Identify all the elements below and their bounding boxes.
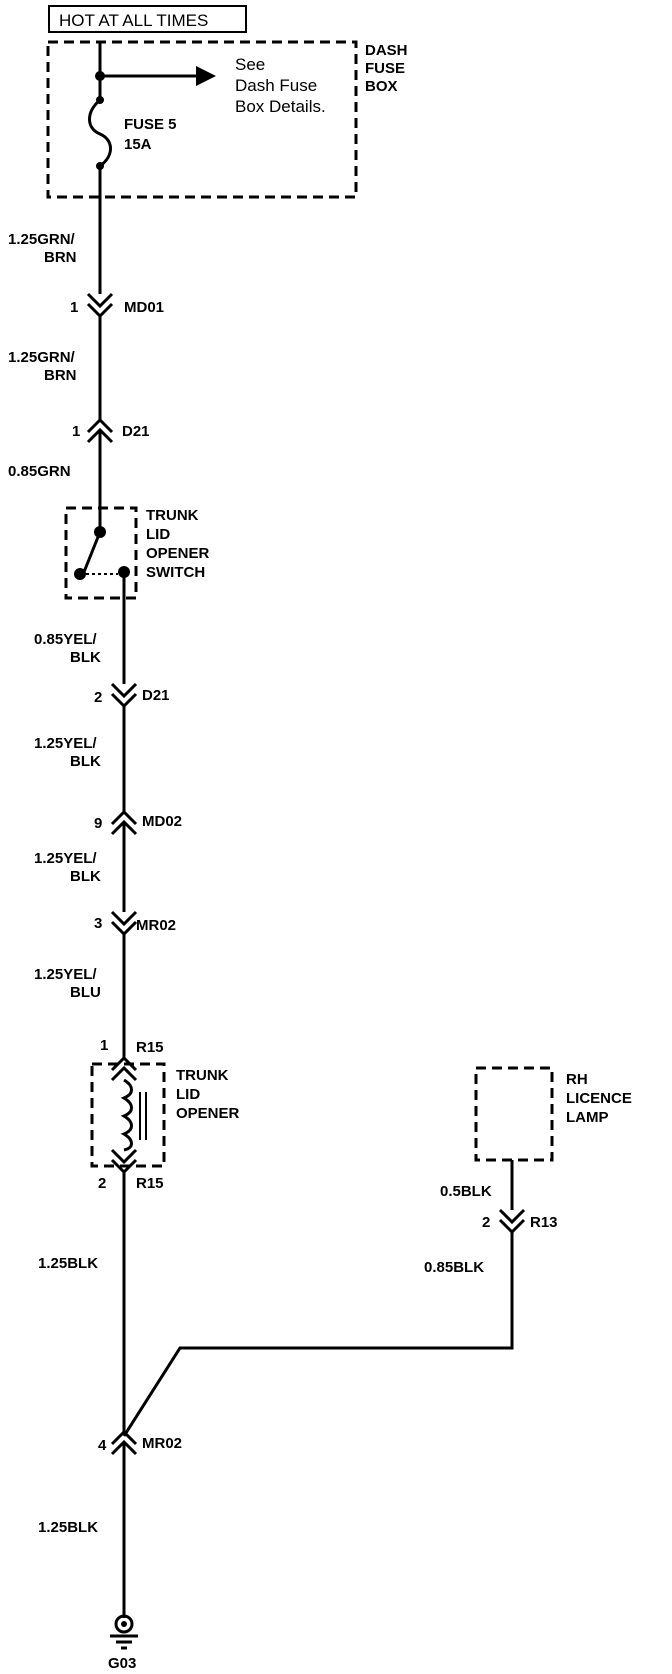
opener-label-line-3: OPENER xyxy=(176,1105,240,1122)
lamp-label-line-1: RH xyxy=(566,1071,588,1088)
connector-r13-name: R13 xyxy=(530,1214,558,1231)
trunk-lid-opener: 1 R15 2 R15 TRUNK LID OPENER xyxy=(90,1037,240,1192)
see-details-line-1: See xyxy=(235,55,265,74)
lamp-ground-wire xyxy=(122,1232,514,1437)
see-details-line-2: Dash Fuse xyxy=(235,76,317,95)
connector-r15-pin1-name: R15 xyxy=(136,1039,164,1056)
connector-mr02-pin3-pin: 3 xyxy=(94,915,102,932)
arrow-to-fuse-details xyxy=(100,66,216,86)
hot-at-all-times-label: HOT AT ALL TIMES xyxy=(48,5,247,33)
connector-md02: 9 MD02 xyxy=(94,809,182,836)
fuse-rating: 15A xyxy=(124,136,152,153)
connector-d21-pin2-pin: 2 xyxy=(94,689,102,706)
connector-r15-pin2-name: R15 xyxy=(136,1175,164,1192)
connector-d21-pin2: 2 D21 xyxy=(94,682,170,709)
fuse-box-title-line-3: BOX xyxy=(365,78,398,95)
connector-md01-name: MD01 xyxy=(124,299,164,316)
connector-mr02-pin3-name: MR02 xyxy=(136,917,176,934)
wire-label-w7-line1: 1.25YEL/ xyxy=(34,966,97,983)
connector-mr02-pin3: 3 MR02 xyxy=(94,910,176,937)
connector-d21-pin2-name: D21 xyxy=(142,687,170,704)
fuse-name: FUSE 5 xyxy=(124,116,177,133)
connector-mr02-pin4-name: MR02 xyxy=(142,1435,182,1452)
wire-label-w1-line1: 1.25GRN/ xyxy=(8,231,76,248)
connector-mr02-pin4: 4 MR02 xyxy=(98,1429,182,1456)
hot-label-text: HOT AT ALL TIMES xyxy=(59,11,208,30)
wire-label-w7-line2: BLU xyxy=(70,984,101,1001)
wire-label-w2-line2: BRN xyxy=(44,367,77,384)
connector-r13: 2 R13 xyxy=(482,1208,558,1235)
connector-md02-name: MD02 xyxy=(142,813,182,830)
wire-label-w10: 0.5BLK xyxy=(440,1183,492,1200)
lamp-label-line-2: LICENCE xyxy=(566,1090,632,1107)
switch-label-line-2: LID xyxy=(146,526,170,543)
wire-label-w5-line2: BLK xyxy=(70,753,101,770)
fuse-box-title-line-2: FUSE xyxy=(365,60,405,77)
fuse-box-title-line-1: DASH xyxy=(365,42,408,59)
connector-r13-pin: 2 xyxy=(482,1214,490,1231)
wire-label-w4-line2: BLK xyxy=(70,649,101,666)
trunk-lid-opener-switch: TRUNK LID OPENER SWITCH xyxy=(64,506,210,600)
see-details-line-3: Box Details. xyxy=(235,97,326,116)
dash-fuse-box: DASH FUSE BOX See Dash Fuse Box Details.… xyxy=(46,40,408,199)
wire-label-w3: 0.85GRN xyxy=(8,463,71,480)
connector-r15-pin2-pin: 2 xyxy=(98,1175,106,1192)
connector-mr02-pin4-pin: 4 xyxy=(98,1437,107,1454)
opener-label-line-1: TRUNK xyxy=(176,1067,229,1084)
opener-label-line-2: LID xyxy=(176,1086,200,1103)
rh-licence-lamp: RH LICENCE LAMP xyxy=(474,1066,632,1162)
wire-label-w2-line1: 1.25GRN/ xyxy=(8,349,76,366)
wire-label-w5-line1: 1.25YEL/ xyxy=(34,735,97,752)
connector-d21-pin1-name: D21 xyxy=(122,423,150,440)
switch-label-line-1: TRUNK xyxy=(146,507,199,524)
wire-label-w8: 1.25BLK xyxy=(38,1255,98,1272)
switch-label-line-3: OPENER xyxy=(146,545,210,562)
ground-g03: G03 xyxy=(108,1614,138,1672)
lamp-label-line-3: LAMP xyxy=(566,1109,609,1126)
connector-md01-pin: 1 xyxy=(70,299,78,316)
wire-label-w6-line1: 1.25YEL/ xyxy=(34,850,97,867)
ground-name: G03 xyxy=(108,1655,136,1672)
wire-label-w9: 1.25BLK xyxy=(38,1519,98,1536)
wire-label-w11: 0.85BLK xyxy=(424,1259,484,1276)
connector-d21-pin1-pin: 1 xyxy=(72,423,80,440)
connector-md01: 1 MD01 xyxy=(70,292,164,319)
wire-label-w4-line1: 0.85YEL/ xyxy=(34,631,97,648)
switch-label-line-4: SWITCH xyxy=(146,564,205,581)
fuse-5-symbol xyxy=(88,42,112,294)
connector-d21-pin1: 1 D21 xyxy=(72,417,150,444)
wire-label-w6-line2: BLK xyxy=(70,868,101,885)
connector-md02-pin: 9 xyxy=(94,815,102,832)
wire-label-w1-line2: BRN xyxy=(44,249,77,266)
connector-r15-pin1-pin: 1 xyxy=(100,1037,108,1054)
